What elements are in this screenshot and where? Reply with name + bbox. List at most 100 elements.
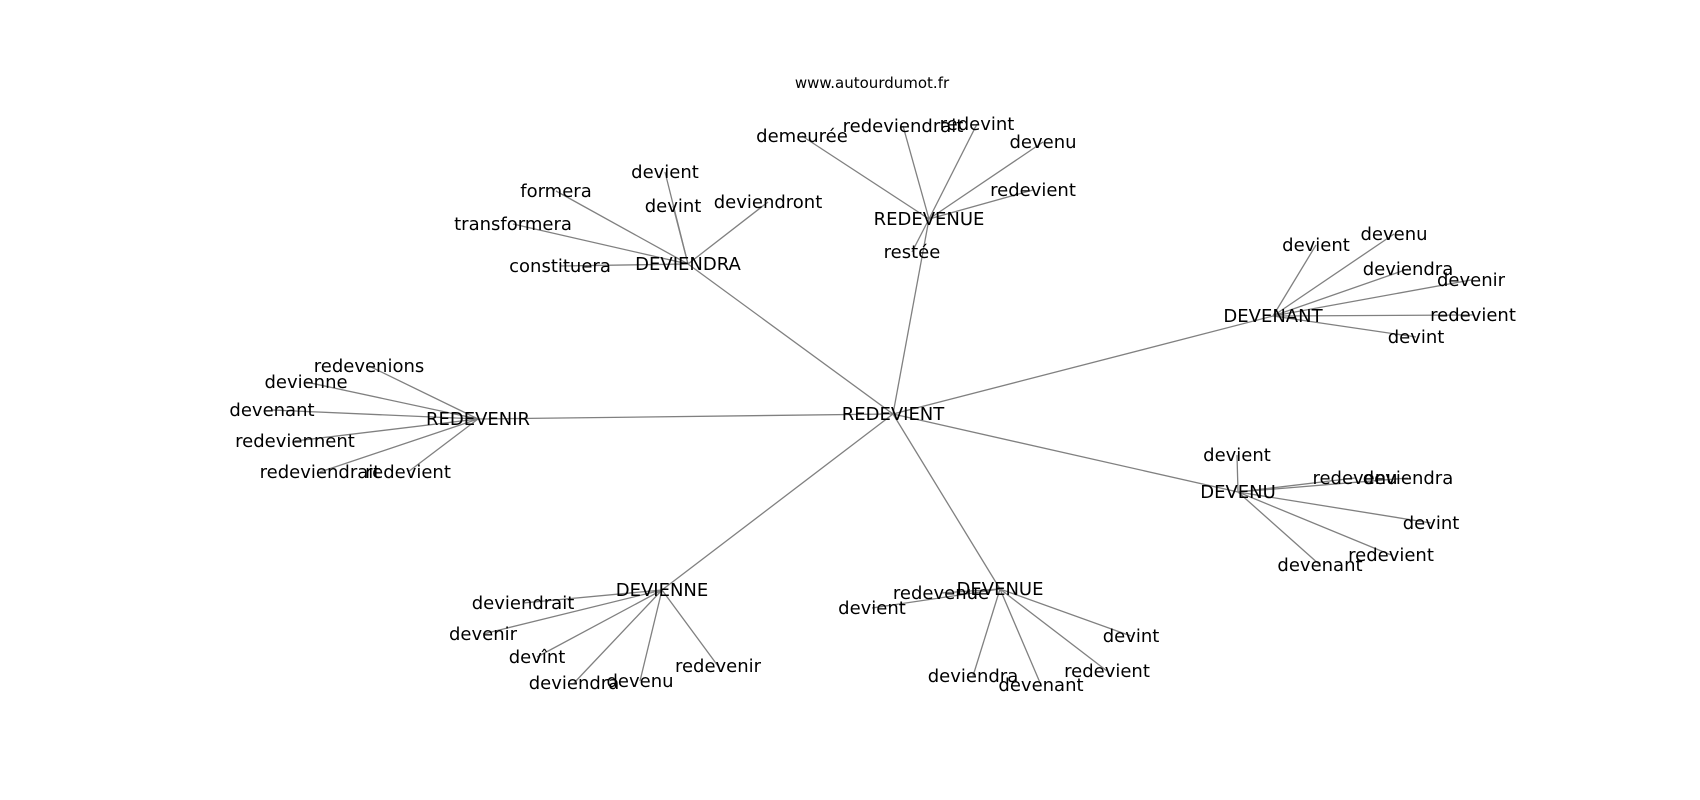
- hub-node-devienne: DEVIENNE: [616, 580, 709, 601]
- edge-root-devenu: [892, 413, 1239, 493]
- leaf-node-devenu-redevient: redevient: [1348, 545, 1434, 566]
- leaf-node-deviendra-constituera: constituera: [509, 256, 611, 277]
- hub-node-devenue: DEVENUE: [957, 579, 1044, 600]
- leaf-node-redevenir-redeviennent: redeviennent: [235, 431, 355, 452]
- hub-node-redevenue: REDEVENUE: [874, 209, 985, 230]
- edge-devenant-redevient: [1272, 314, 1474, 317]
- edge-devenant-devint: [1272, 315, 1417, 338]
- edge-redevenue-devenu: [928, 141, 1044, 220]
- edge-redevenue-redevient: [928, 189, 1034, 220]
- leaf-node-devenant-devenir: devenir: [1437, 270, 1506, 291]
- leaf-node-devenant-devint: devint: [1388, 327, 1445, 348]
- leaf-node-devienne-devint: devînt: [509, 647, 566, 668]
- edge-devenu-deviendra: [1237, 477, 1409, 493]
- leaf-node-devenu-devint: devint: [1403, 513, 1460, 534]
- leaf-node-redevenir-devienne: devienne: [264, 372, 347, 393]
- edge-deviendra-transformera: [512, 223, 689, 265]
- edge-redevenir-devienne: [305, 381, 479, 420]
- leaf-node-devenant-devenu: devenu: [1360, 224, 1427, 245]
- hub-node-devenu: DEVENU: [1200, 482, 1276, 503]
- edge-redevenue-redevint: [928, 123, 978, 220]
- root-node-label: REDEVIENT: [842, 404, 946, 425]
- edge-redevenue-demeuree: [801, 135, 930, 220]
- leaf-node-devienne-devenu: devenu: [606, 671, 673, 692]
- leaf-node-redevenue-demeuree: demeurée: [756, 126, 848, 147]
- edge-devenu-devenant: [1237, 491, 1321, 566]
- edge-redevenir-devenant: [271, 409, 479, 420]
- leaf-node-devenue-redevenue: redevenue: [893, 583, 989, 604]
- leaf-node-deviendra-transformera: transformera: [454, 214, 572, 235]
- edge-root-devenant: [892, 315, 1274, 415]
- edge-redevenir-redevenions: [368, 365, 479, 420]
- edge-devenue-deviendra: [972, 588, 1001, 677]
- edge-devienne-devenu: [639, 589, 663, 682]
- edge-deviendra-formera: [555, 190, 689, 265]
- leaf-node-devienne-deviendrait: deviendrait: [472, 593, 575, 614]
- edge-devenue-devenant: [999, 588, 1042, 686]
- hub-node-redevenir: REDEVENIR: [426, 409, 530, 430]
- edge-devenu-redevient: [1237, 491, 1392, 556]
- edge-deviendra-constituera: [559, 263, 689, 267]
- edge-devienne-deviendra: [573, 589, 663, 684]
- edge-devienne-redevenir: [661, 589, 719, 667]
- edge-devenue-devint: [999, 588, 1132, 637]
- leaf-node-devenue-redevient: redevient: [1064, 661, 1150, 682]
- leaf-node-devenant-devient: devient: [1282, 235, 1350, 256]
- leaf-node-devenu-deviendra: deviendra: [1363, 468, 1454, 489]
- leaf-node-devenu-devenant: devenant: [1277, 555, 1362, 576]
- leaf-node-redevenue-restee: restée: [884, 242, 941, 263]
- leaf-node-devienne-devenir: devenir: [449, 624, 518, 645]
- leaf-node-redevenir-devenant: devenant: [229, 400, 314, 421]
- graph-labels: www.autourdumot.fr REDEVIENT DEVIENDRA dev…: [229, 74, 1515, 696]
- leaf-node-deviendra-deviendront: deviendront: [714, 192, 823, 213]
- leaf-node-deviendra-formera: formera: [520, 181, 591, 202]
- hub-node-deviendra: DEVIENDRA: [635, 254, 741, 275]
- leaf-node-devenue-devenant: devenant: [998, 675, 1083, 696]
- leaf-node-deviendra-devint: devint: [645, 196, 702, 217]
- leaf-node-redevenue-devenu: devenu: [1009, 132, 1076, 153]
- edge-root-redevenir: [477, 413, 894, 420]
- edge-devenu-devint: [1237, 491, 1432, 524]
- leaf-node-redevenir-redeviendrait: redeviendrait: [260, 462, 381, 483]
- leaf-node-devienne-redevenir: redevenir: [675, 656, 762, 677]
- edge-devenu-redevenu: [1237, 477, 1356, 493]
- leaf-node-redevenue-redeviendrait: redeviendrait: [843, 116, 964, 137]
- edge-redevenir-redeviennent: [294, 418, 479, 442]
- leaf-node-devenu-redevenu: redevenu: [1312, 468, 1397, 489]
- leaf-node-redevenir-redevient: redevient: [365, 462, 451, 483]
- edge-devenu-devient: [1236, 454, 1239, 493]
- edge-devenue-redevient: [999, 588, 1108, 672]
- edge-devenant-devenu: [1272, 233, 1395, 317]
- edge-redevenir-redeviendrait: [319, 418, 479, 473]
- leaf-node-devenant-redevient: redevient: [1430, 305, 1516, 326]
- edge-devenant-devenir: [1272, 279, 1472, 317]
- leaf-node-deviendra-devient: devient: [631, 162, 699, 183]
- edge-root-deviendra: [687, 263, 894, 415]
- hub-node-devenant: DEVENANT: [1223, 306, 1323, 327]
- leaf-node-devenant-deviendra: deviendra: [1363, 259, 1454, 280]
- edge-redevenue-redeviendrait: [902, 125, 930, 220]
- edge-devienne-devint: [536, 589, 663, 658]
- leaf-node-redevenir-redevenions: redevenions: [314, 356, 425, 377]
- edge-devenant-devient: [1272, 244, 1317, 317]
- edge-devenue-redevenue: [940, 588, 1001, 594]
- edge-deviendra-devint: [672, 205, 689, 265]
- edge-root-redevenue: [892, 218, 930, 415]
- edge-devienne-devenir: [482, 589, 663, 635]
- edge-redevenir-redevient: [407, 418, 479, 473]
- site-watermark: www.autourdumot.fr: [795, 74, 950, 92]
- edge-devienne-deviendrait: [522, 589, 663, 604]
- edge-root-devenue: [892, 413, 1001, 590]
- edge-root-devienne: [661, 413, 894, 591]
- leaf-node-redevenue-redevint: redevint: [940, 114, 1015, 135]
- edge-deviendra-deviendront: [687, 201, 769, 265]
- leaf-node-redevenue-redevient: redevient: [990, 180, 1076, 201]
- edge-devenue-devient: [871, 588, 1001, 609]
- graph-edges: [271, 123, 1474, 686]
- leaf-node-devenue-devint: devint: [1103, 626, 1160, 647]
- leaf-node-devenue-devient: devient: [838, 598, 906, 619]
- leaf-node-devenue-deviendra: deviendra: [928, 666, 1019, 687]
- leaf-node-devenu-devient: devient: [1203, 445, 1271, 466]
- edge-redevenue-restee: [911, 218, 930, 253]
